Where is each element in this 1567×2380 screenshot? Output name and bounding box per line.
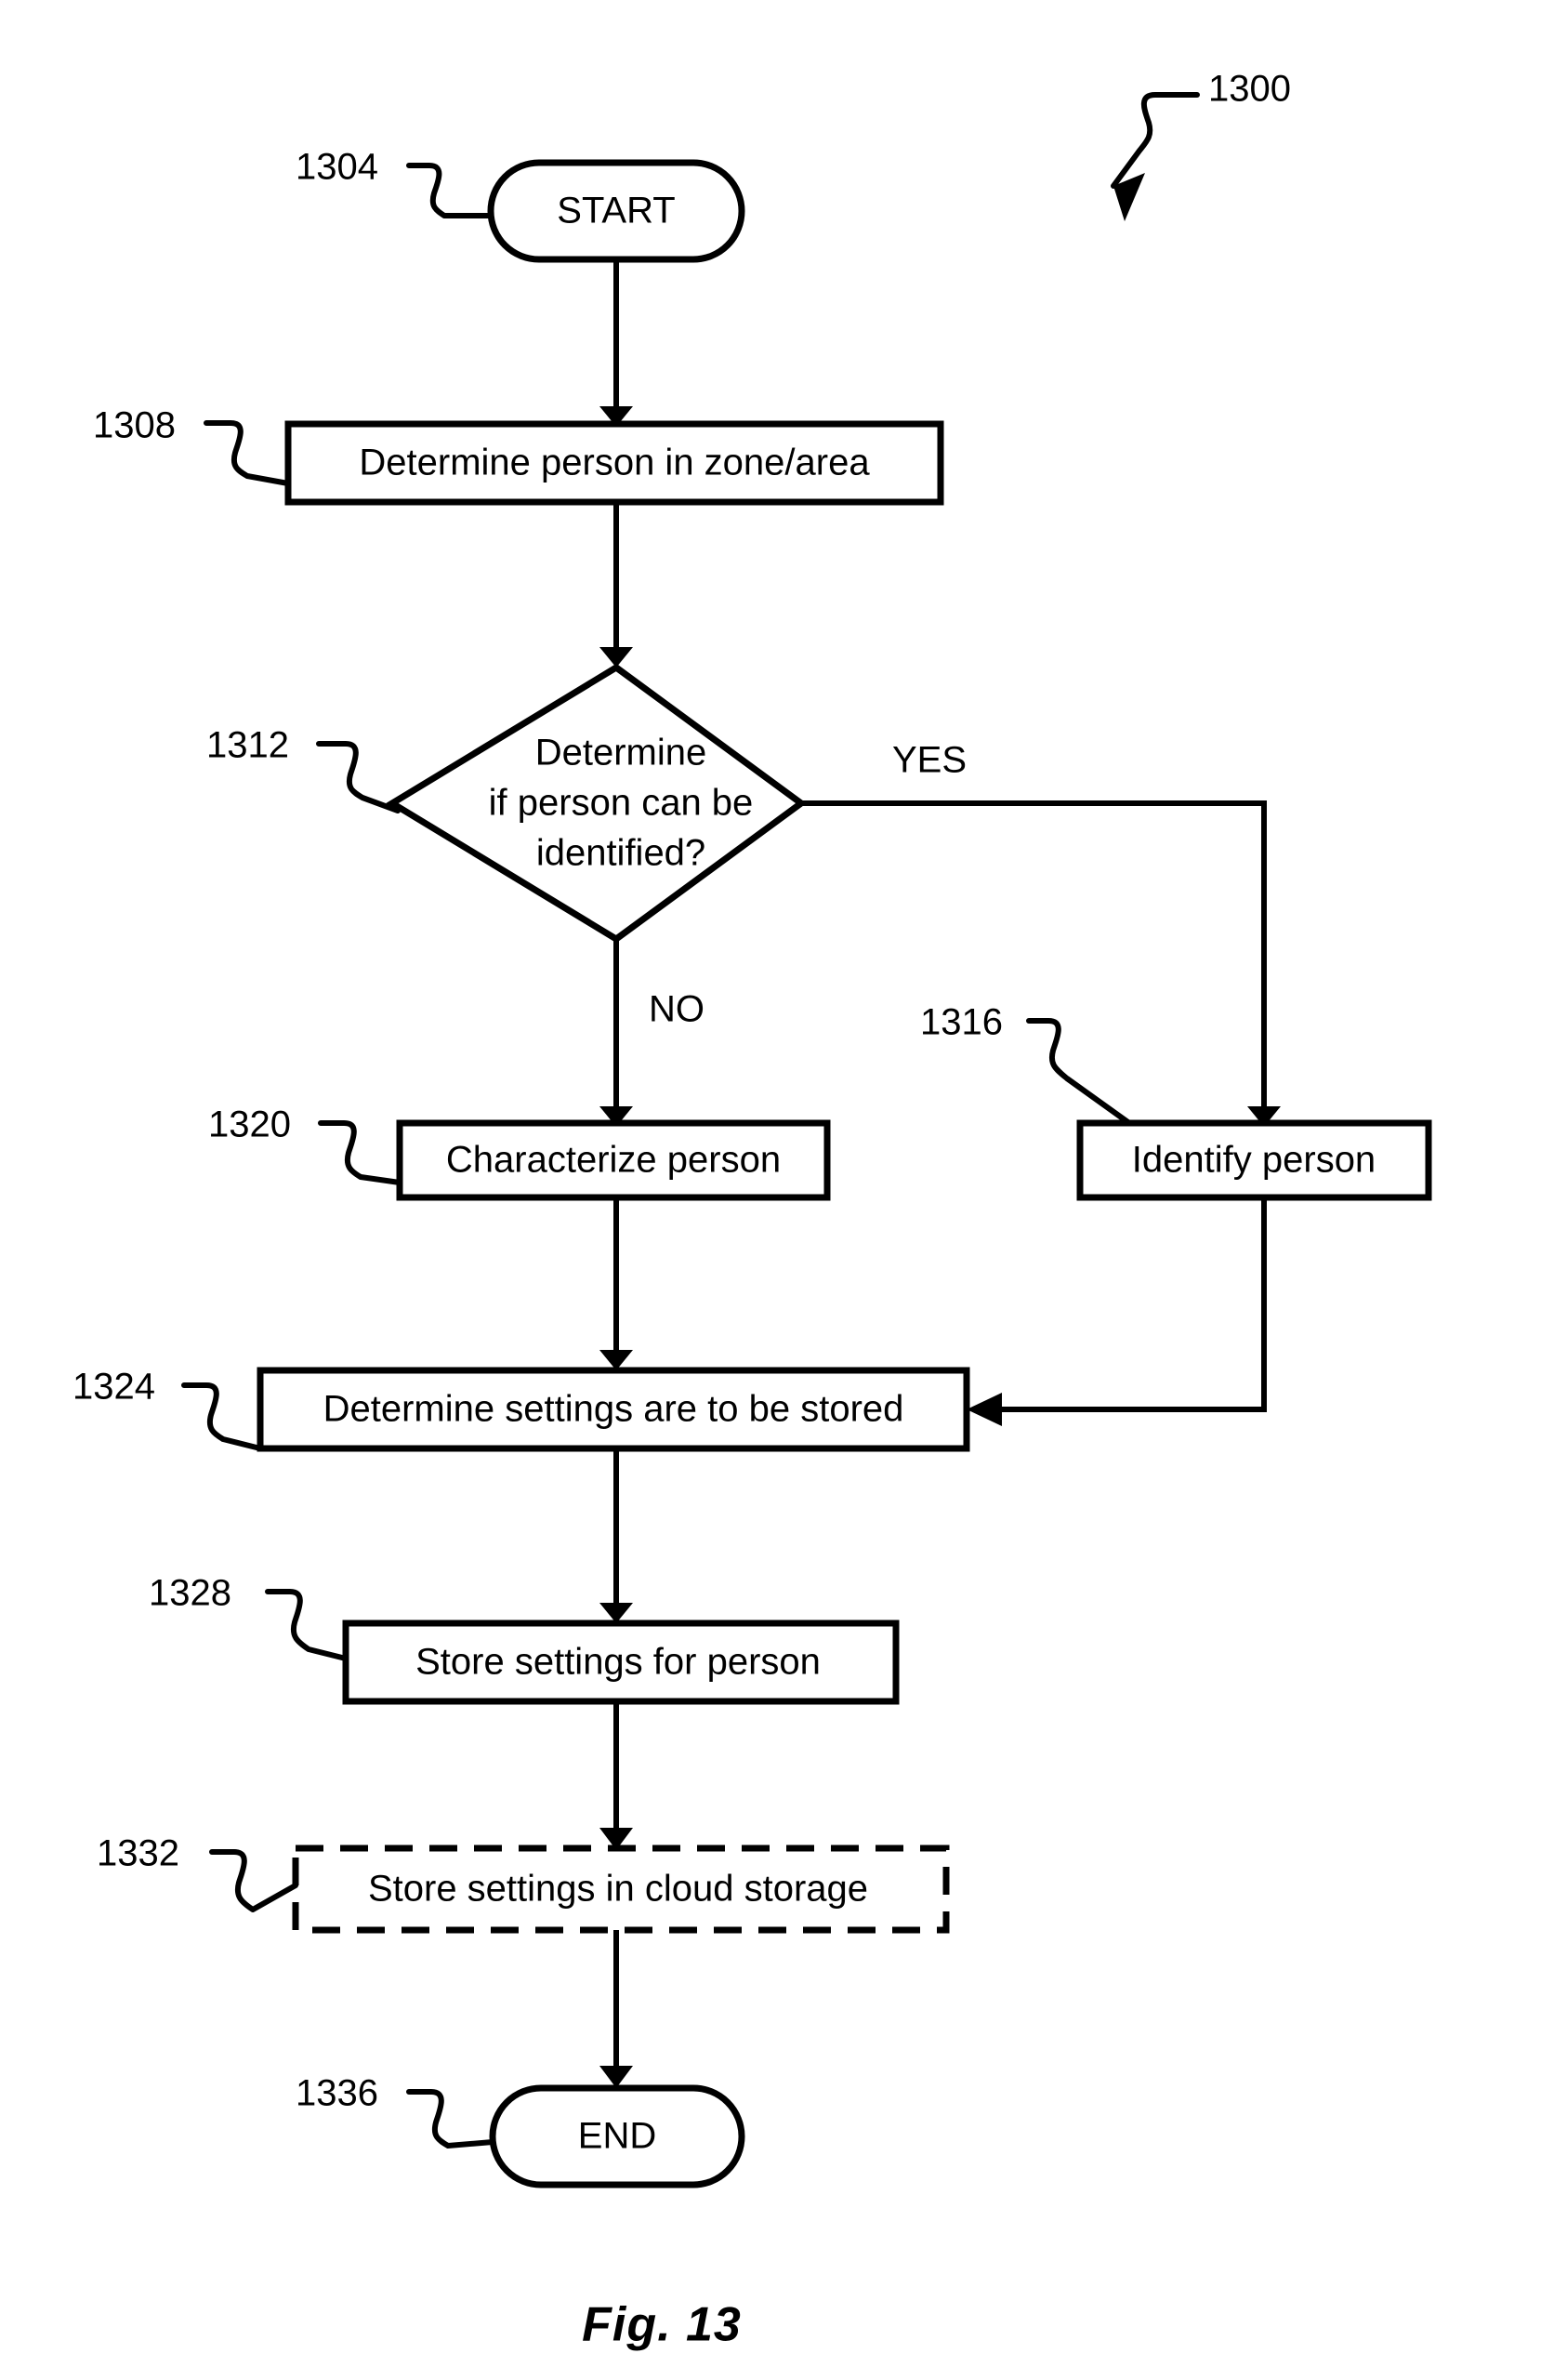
node-end: END bbox=[489, 2084, 745, 2188]
connector-characterize-to-determine-settings bbox=[599, 1197, 633, 1370]
ref-label-1324: 1324 bbox=[72, 1367, 155, 1408]
decision-label-line-1: Determine bbox=[535, 733, 707, 774]
characterize-person-shape bbox=[396, 1119, 831, 1201]
ref-leader-1312: 1312 bbox=[206, 725, 401, 813]
branch-yes: YES bbox=[801, 740, 1281, 1127]
ref-leader-1304: 1304 bbox=[296, 147, 494, 218]
node-characterize-person: Characterize person bbox=[396, 1119, 831, 1201]
branch-label-yes: YES bbox=[892, 740, 967, 781]
ref-leader-1320: 1320 bbox=[208, 1104, 402, 1185]
identify-person-label: Identify person bbox=[1132, 1140, 1376, 1181]
connector-determine-person-to-decision bbox=[599, 502, 633, 668]
node-start: START bbox=[487, 159, 745, 263]
ref-label-1328: 1328 bbox=[149, 1573, 231, 1614]
determine-settings-label: Determine settings are to be stored bbox=[323, 1389, 904, 1430]
ref-leader-1328: 1328 bbox=[149, 1573, 349, 1661]
store-settings-label: Store settings for person bbox=[415, 1642, 821, 1683]
ref-label-1320: 1320 bbox=[208, 1104, 291, 1145]
determine-settings-shape bbox=[257, 1367, 970, 1452]
connector-store-cloud-to-end bbox=[599, 1930, 633, 2088]
figure-caption: Fig. 13 bbox=[582, 2298, 742, 2352]
connector-determine-settings-to-store-settings bbox=[599, 1448, 633, 1623]
ref-leader-1324: 1324 bbox=[72, 1367, 263, 1451]
ref-label-1336: 1336 bbox=[296, 2073, 378, 2114]
determine-person-label: Determine person in zone/area bbox=[359, 443, 870, 483]
ref-leader-1336: 1336 bbox=[296, 2073, 495, 2149]
ref-leader-1316: 1316 bbox=[920, 1002, 1132, 1126]
start-label: START bbox=[557, 191, 675, 231]
ref-leader-1308: 1308 bbox=[93, 405, 291, 486]
branch-no: NO bbox=[599, 939, 704, 1127]
ref-leader-1332: 1332 bbox=[97, 1833, 298, 1912]
node-store-cloud: Store settings in cloud storage bbox=[292, 1844, 950, 1934]
node-store-settings: Store settings for person bbox=[342, 1620, 900, 1705]
node-identify-person: Identify person bbox=[1076, 1119, 1432, 1201]
ref-label-1308: 1308 bbox=[93, 405, 176, 446]
diagram-ref-1300: 1300 bbox=[1111, 69, 1291, 221]
branch-label-no: NO bbox=[649, 989, 704, 1030]
diagram-ref-label: 1300 bbox=[1208, 69, 1291, 110]
end-terminator-shape bbox=[489, 2084, 745, 2188]
end-label: END bbox=[578, 2116, 656, 2157]
node-decision: Determine if person can be identified? bbox=[386, 663, 807, 944]
characterize-person-label: Characterize person bbox=[446, 1140, 781, 1181]
connector-start-to-determine-person bbox=[599, 259, 633, 427]
node-determine-settings: Determine settings are to be stored bbox=[257, 1367, 970, 1452]
identify-person-shape bbox=[1076, 1119, 1432, 1201]
ref-label-1312: 1312 bbox=[206, 725, 289, 766]
decision-label-line-3: identified? bbox=[536, 833, 705, 874]
ref-label-1304: 1304 bbox=[296, 147, 378, 188]
store-cloud-label: Store settings in cloud storage bbox=[368, 1869, 868, 1910]
determine-person-shape bbox=[284, 420, 944, 506]
connector-store-settings-to-store-cloud bbox=[599, 1701, 633, 1850]
store-settings-shape bbox=[342, 1620, 900, 1705]
ref-label-1332: 1332 bbox=[97, 1833, 179, 1874]
decision-label-line-2: if person can be bbox=[489, 783, 754, 824]
ref-label-1316: 1316 bbox=[920, 1002, 1003, 1043]
connector-identify-to-determine-settings bbox=[967, 1197, 1267, 1426]
store-cloud-shape bbox=[292, 1844, 950, 1934]
node-determine-person: Determine person in zone/area bbox=[284, 420, 944, 506]
